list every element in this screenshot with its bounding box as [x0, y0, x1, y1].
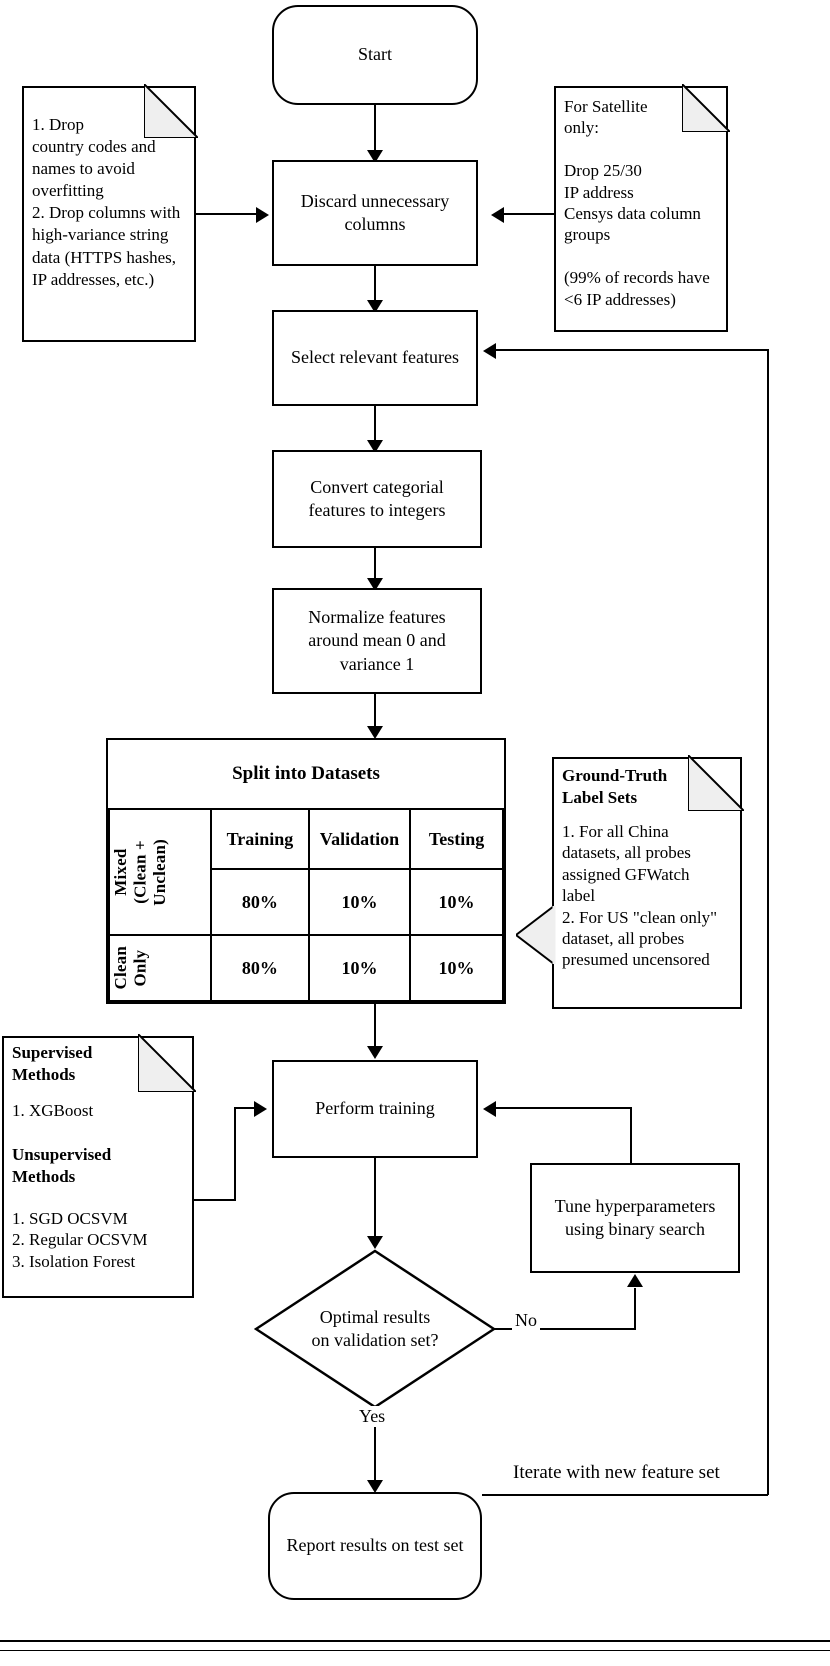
node-normalize-features-label: Normalize features around mean 0 and var… — [308, 607, 446, 674]
node-convert-categorical[interactable]: Convert categorial features to integers — [272, 450, 482, 548]
note-ground-truth-text: 1. For all China datasets, all probes as… — [562, 822, 718, 970]
table-row: Clean Only 80% 10% 10% — [108, 934, 504, 1002]
note-fold-icon — [138, 1034, 196, 1092]
edge-convert-to-normalize — [374, 548, 376, 582]
edge-satellite-to-discard — [498, 213, 556, 215]
node-tune-hyperparameters[interactable]: Tune hyperparameters using binary search — [530, 1163, 740, 1273]
note-ground-truth-heading: Ground-Truth Label Sets — [562, 766, 668, 808]
note-satellite-text: For Satellite only: Drop 25/30 IP addres… — [564, 97, 710, 309]
cell-mixed-training: 80% — [209, 868, 310, 936]
table-title-row: Split into Datasets — [109, 740, 503, 810]
edge-decision-no-h — [494, 1328, 636, 1330]
edge-tune-to-training-h — [494, 1107, 632, 1109]
note-ground-truth-pointer-icon — [516, 906, 556, 964]
edge-training-to-decision — [374, 1158, 376, 1240]
arrowhead-discard-left — [256, 207, 269, 223]
table-row: Mixed (Clean + Unclean) Training Validat… — [108, 808, 504, 936]
split-table: Split into Datasets Mixed (Clean + Uncle… — [108, 740, 504, 1002]
node-normalize-features[interactable]: Normalize features around mean 0 and var… — [272, 588, 482, 694]
page-bottom-rule-2 — [0, 1650, 830, 1651]
note-methods-supervised-items: 1. XGBoost — [12, 1101, 94, 1120]
arrowhead-report-top — [367, 1480, 383, 1493]
arrowhead-normalize-top — [367, 578, 383, 591]
edge-normalize-to-split — [374, 694, 376, 730]
arrowhead-tune-bottom — [627, 1274, 643, 1287]
note-methods-unsupervised-items: 1. SGD OCSVM 2. Regular OCSVM 3. Isolati… — [12, 1209, 148, 1271]
row-label-mixed: Mixed (Clean + Unclean) — [108, 808, 212, 936]
edge-dropnote-to-discard — [196, 213, 258, 215]
note-fold-icon — [682, 84, 730, 132]
edge-methods-to-training-h1 — [194, 1199, 236, 1201]
node-decision-label: Optimal results on validation set? — [254, 1249, 496, 1409]
arrowhead-training-right — [483, 1101, 496, 1117]
arrowhead-split-top — [367, 726, 383, 739]
note-drop-columns-text: 1. Drop country codes and names to avoid… — [32, 115, 181, 289]
cell-mixed-testing: 10% — [409, 868, 504, 936]
note-methods[interactable]: Supervised Methods 1. XGBoost Unsupervis… — [2, 1034, 196, 1298]
note-fold-icon — [688, 755, 744, 811]
node-report-results-label: Report results on test set — [286, 1535, 464, 1556]
arrowhead-training-top — [367, 1046, 383, 1059]
note-fold-icon — [144, 84, 198, 138]
split-into-datasets-table[interactable]: Split into Datasets Mixed (Clean + Uncle… — [106, 738, 506, 1004]
edge-tune-to-training-v — [630, 1107, 632, 1165]
note-drop-columns[interactable]: 1. Drop country codes and names to avoid… — [22, 84, 198, 342]
node-decision-optimal-results[interactable]: Optimal results on validation set? — [254, 1249, 496, 1409]
row-label-clean-only-text: Clean Only — [111, 946, 150, 990]
note-satellite[interactable]: For Satellite only: Drop 25/30 IP addres… — [554, 84, 730, 332]
node-perform-training-label: Perform training — [315, 1098, 435, 1119]
edge-decision-yes-v — [374, 1408, 376, 1484]
note-methods-unsupervised-heading: Unsupervised Methods — [12, 1145, 112, 1187]
node-discard-columns-label: Discard unnecessary columns — [300, 190, 450, 234]
edge-start-to-discard — [374, 105, 376, 153]
arrowhead-convert-top — [367, 440, 383, 453]
node-select-features-label: Select relevant features — [291, 347, 459, 368]
edge-select-to-convert — [374, 406, 376, 444]
arrowhead-discard-top — [367, 150, 383, 163]
cell-clean-testing: 10% — [409, 934, 504, 1002]
row-label-clean-only: Clean Only — [108, 934, 212, 1002]
node-select-features[interactable]: Select relevant features — [272, 310, 478, 406]
edge-label-no: No — [512, 1310, 540, 1331]
edge-iterate-vertical-right — [767, 349, 769, 1495]
arrowhead-decision-top — [367, 1236, 383, 1249]
edge-iterate-bottom — [482, 1494, 768, 1496]
page-bottom-rule — [0, 1640, 830, 1642]
edge-discard-to-select — [374, 266, 376, 304]
arrowhead-training-left — [254, 1101, 267, 1117]
row-label-mixed-text: Mixed (Clean + Unclean) — [111, 838, 170, 906]
cell-mixed-validation: 10% — [307, 868, 412, 936]
arrowhead-select-top — [367, 300, 383, 313]
note-ground-truth[interactable]: Ground-Truth Label Sets 1. For all China… — [552, 755, 744, 1009]
node-report-results[interactable]: Report results on test set — [268, 1492, 482, 1600]
col-header-validation: Validation — [307, 808, 412, 870]
node-start[interactable]: Start — [272, 5, 478, 105]
node-perform-training[interactable]: Perform training — [272, 1060, 478, 1158]
cell-clean-training: 80% — [209, 934, 310, 1002]
edge-methods-to-training-v — [234, 1107, 236, 1201]
arrowhead-discard-right — [491, 207, 504, 223]
col-header-testing: Testing — [409, 808, 504, 870]
cell-clean-validation: 10% — [307, 934, 412, 1002]
edge-split-to-training — [374, 1004, 376, 1050]
node-discard-columns[interactable]: Discard unnecessary columns — [272, 160, 478, 266]
node-decision-text: Optimal results on validation set? — [311, 1306, 439, 1350]
note-methods-supervised-heading: Supervised Methods — [12, 1043, 93, 1085]
split-table-title: Split into Datasets — [109, 740, 503, 810]
edge-methods-to-training-h2 — [234, 1107, 256, 1109]
node-convert-categorical-label: Convert categorial features to integers — [308, 476, 446, 520]
node-start-label: Start — [358, 44, 392, 65]
arrowhead-select-right — [483, 343, 496, 359]
node-tune-hyperparameters-label: Tune hyperparameters using binary search — [554, 1195, 716, 1239]
col-header-training: Training — [209, 808, 310, 870]
table-row: 80% 10% 10% — [109, 868, 504, 936]
edge-label-iterate: Iterate with new feature set — [510, 1462, 723, 1484]
edge-label-yes: Yes — [356, 1406, 389, 1427]
edge-iterate-horizontal-top — [494, 349, 769, 351]
edge-decision-no-v — [634, 1288, 636, 1330]
